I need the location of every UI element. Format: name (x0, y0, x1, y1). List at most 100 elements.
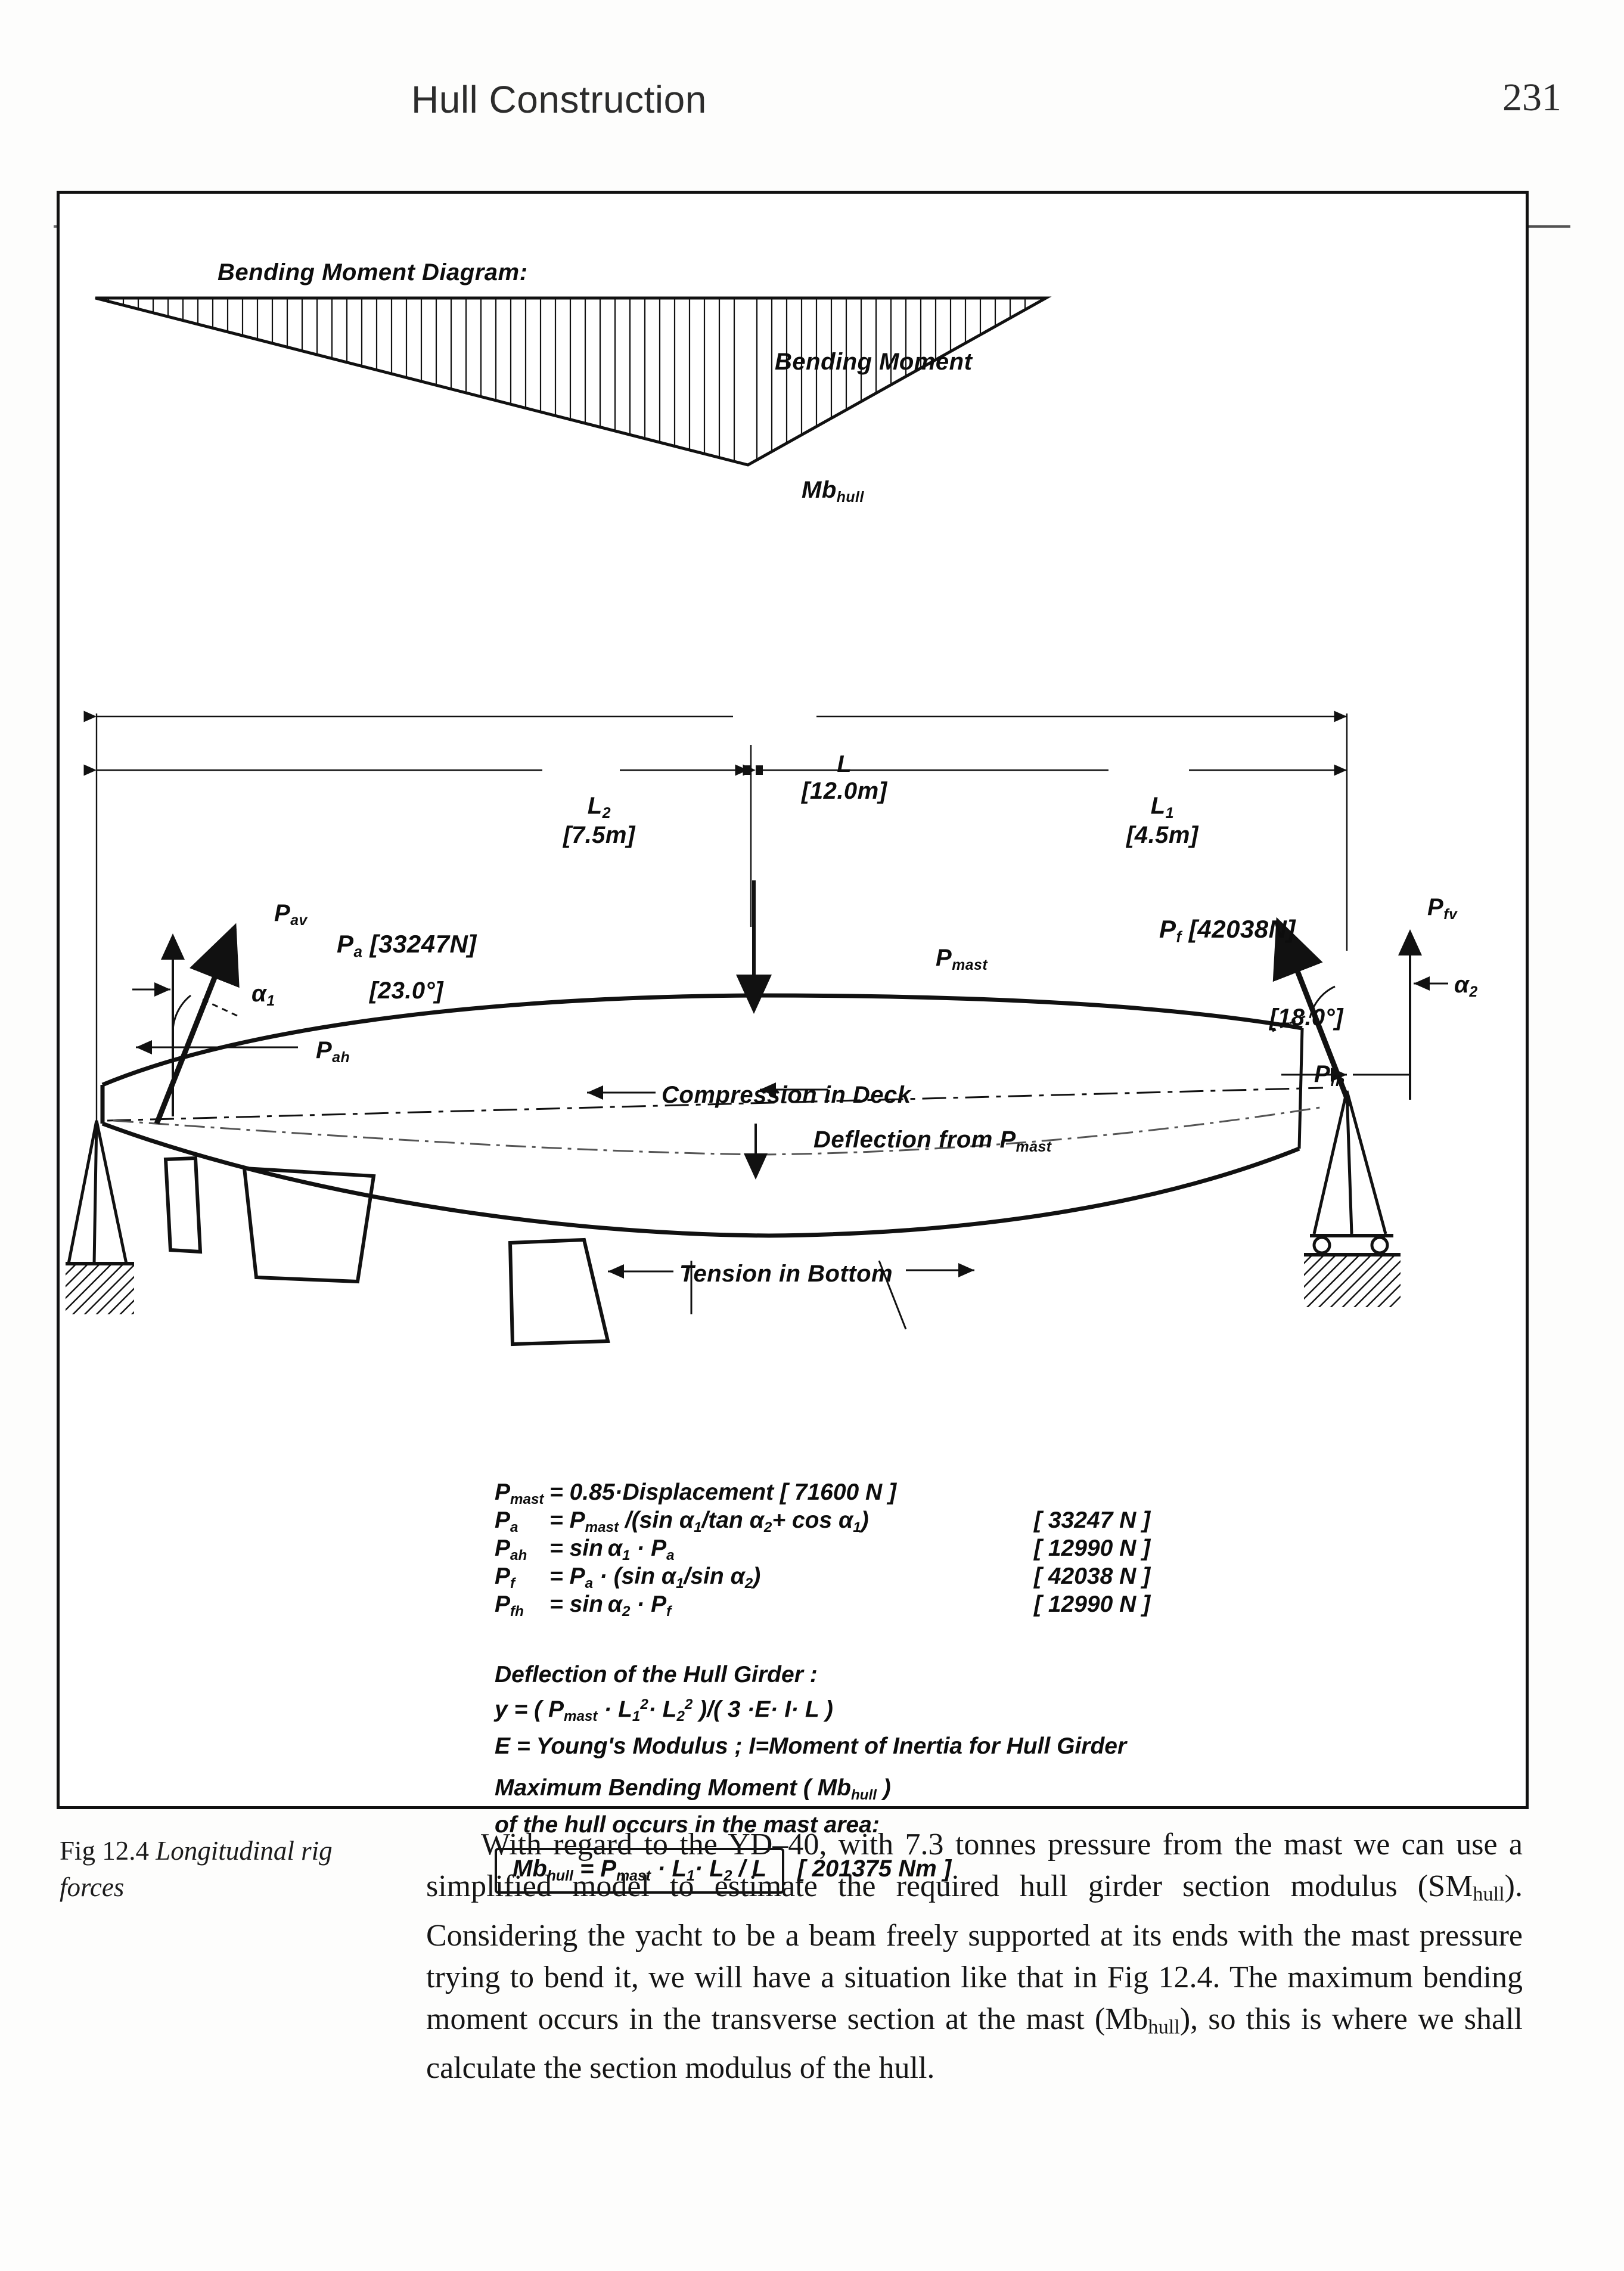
formula-row-pa: Pa = Pmast /(sin α1/tan α2+ cos α1) [ 33… (495, 1506, 1329, 1535)
p-ah-symbol: P (316, 1037, 333, 1063)
p-a-value: [33247N] (369, 930, 477, 958)
formula-symbol: Pah (495, 1534, 527, 1569)
mb-hull-label: Mbhull (802, 477, 864, 506)
p-ah-subscript: ah (332, 1049, 350, 1066)
formula-symbol-base: P (495, 1535, 511, 1561)
dimension-L: L [12.0m] (802, 751, 887, 805)
formula-symbol-base: P (495, 1507, 511, 1533)
p-fh-symbol: P (1314, 1061, 1331, 1087)
p-fv-symbol: P (1427, 894, 1444, 920)
formula-expression: = sin α2 · Pf (549, 1591, 672, 1620)
deflection-text: Deflection from P (813, 1127, 1016, 1153)
bending-heading-line1: Maximum Bending Moment ( Mbhull ) (495, 1773, 891, 1810)
figure-caption-text: Longitudinal rig forces (60, 1836, 333, 1902)
dimension-L-symbol: L (837, 751, 852, 777)
label-alpha1-value: [23.0°] (369, 978, 443, 1004)
left-support-pinned (66, 1120, 134, 1314)
boxed-bending-moment: Mbhull = Pmast · L1· L2 / L [ 201375 Nm … (495, 1848, 951, 1894)
formula-value: [ 12990 N ] (1034, 1535, 1151, 1561)
boxed-equation-value: [ 201375 Nm ] (797, 1856, 952, 1882)
label-p-av: Pav (274, 900, 308, 929)
force-formula-block: Pmast = 0.85·Displacement [ 71600 N ] Pa… (495, 1478, 1329, 1620)
body-paragraph: With regard to the YD–40, with 7.3 tonne… (426, 1828, 1523, 2086)
p-a-symbol: P (337, 930, 354, 958)
deflection-equation: y = ( Pmast · L12· L22 )/( 3 ·E· I· L ) (495, 1696, 833, 1725)
formula-row-pah: Pah = sin α1 · Pa [ 12990 N ] (495, 1534, 1329, 1563)
rig-forces-drawing (66, 296, 1448, 1347)
dimension-L2-subscript: 2 (602, 805, 611, 821)
bending-moment-diagram (95, 296, 1052, 467)
formula-value: [ 33247 N ] (1034, 1507, 1151, 1533)
bending-heading-line2: of the hull occurs in the mast area: (495, 1811, 880, 1838)
alpha1-subscript: 1 (266, 992, 275, 1009)
formula-symbol-sub: f (510, 1575, 516, 1591)
dimension-L1-subscript: 1 (1165, 805, 1175, 821)
formula-value: [ 12990 N ] (1034, 1591, 1151, 1617)
formula-symbol-sub: mast (510, 1491, 544, 1507)
formula-expression: = Pmast /(sin α1/tan α2+ cos α1) (549, 1507, 869, 1535)
p-fv-subscript: fv (1443, 906, 1458, 923)
label-p-fv: Pfv (1427, 894, 1457, 923)
label-p-fh: Pfh (1314, 1061, 1345, 1090)
formula-row-pmast: Pmast = 0.85·Displacement [ 71600 N ] (495, 1478, 1329, 1507)
formula-symbol: Pfh (495, 1590, 524, 1625)
mb-hull-subscript: hull (836, 489, 864, 505)
formula-symbol: Pa (495, 1506, 518, 1541)
p-mast-subscript: mast (952, 957, 988, 973)
body-text: With regard to the YD–40, with 7.3 tonne… (426, 1824, 1523, 2089)
p-mast-symbol: P (936, 945, 952, 971)
alpha2-subscript: 2 (1469, 984, 1478, 1000)
bmd-title: Bending Moment Diagram: (218, 259, 528, 286)
formula-symbol-sub: ah (510, 1547, 527, 1563)
figure-caption: Fig 12.4 Longitudinal rig forces (60, 1833, 393, 1906)
dimension-L1-symbol: L (1150, 793, 1166, 819)
formula-symbol: Pmast (495, 1478, 544, 1513)
running-head: Hull Construction 231 (0, 76, 1624, 228)
alpha2-symbol: α (1454, 972, 1470, 998)
formula-symbol: Pf (495, 1562, 515, 1597)
formula-row-pfh: Pfh = sin α2 · Pf [ 12990 N ] (495, 1590, 1329, 1620)
force-vectors (132, 880, 1448, 1180)
formula-symbol-sub: a (510, 1519, 518, 1535)
label-alpha1: α1 (251, 981, 275, 1010)
p-f-value: [42038N] (1188, 915, 1296, 943)
p-av-subscript: av (290, 912, 308, 929)
page-title: Hull Construction (411, 78, 707, 121)
p-fh-subscript: fh (1330, 1073, 1345, 1090)
dimension-L2-value: [7.5m] (563, 821, 635, 848)
formula-value: [ 42038 N ] (1034, 1563, 1151, 1589)
dimension-lines (83, 711, 1348, 1124)
figure-caption-number: Fig 12.4 (60, 1836, 156, 1866)
p-av-symbol: P (274, 900, 291, 926)
p-f-symbol: P (1159, 915, 1176, 943)
deflection-section: Deflection of the Hull Girder : y = ( Pm… (495, 1660, 1126, 1761)
dimension-L1-value: [4.5m] (1126, 821, 1198, 848)
label-alpha2: α2 (1454, 972, 1478, 1001)
right-support-roller (1304, 1090, 1401, 1307)
formula-expression: = sin α1 · Pa (549, 1535, 675, 1563)
formula-symbol-sub: fh (510, 1603, 524, 1620)
page-number: 231 (1502, 76, 1561, 119)
annotation-arrows (587, 1082, 974, 1330)
mb-hull-symbol: Mb (802, 477, 837, 503)
deflection-subscript: mast (1016, 1138, 1052, 1155)
formula-symbol-base: P (495, 1591, 511, 1617)
label-p-mast: Pmast (936, 945, 988, 974)
dimension-L-value: [12.0m] (802, 778, 887, 804)
dimension-L2-symbol: L (587, 793, 603, 819)
deflection-notes: E = Young's Modulus ; I=Moment of Inerti… (495, 1733, 1127, 1760)
bending-heading-text: Maximum Bending Moment ( Mb (495, 1775, 851, 1801)
alpha1-symbol: α (251, 981, 267, 1007)
deflection-heading: Deflection of the Hull Girder : (495, 1662, 818, 1687)
boxed-equation: Mbhull = Pmast · L1· L2 / L (495, 1848, 785, 1894)
dimension-L2: L2 [7.5m] (563, 793, 635, 849)
annotation-deflection-from-pmast: Deflection from Pmast (813, 1127, 1052, 1156)
label-p-ah: Pah (316, 1037, 350, 1066)
p-a-subscript: a (353, 942, 363, 961)
bending-moment-label: Bending Moment (775, 349, 973, 375)
annotation-compression-in-deck: Compression in Deck (662, 1082, 911, 1108)
dimension-L1: L1 [4.5m] (1126, 793, 1198, 849)
bending-heading-close: ) (876, 1775, 891, 1801)
bending-heading-sub: hull (851, 1786, 877, 1803)
formula-symbol-base: P (495, 1479, 511, 1505)
